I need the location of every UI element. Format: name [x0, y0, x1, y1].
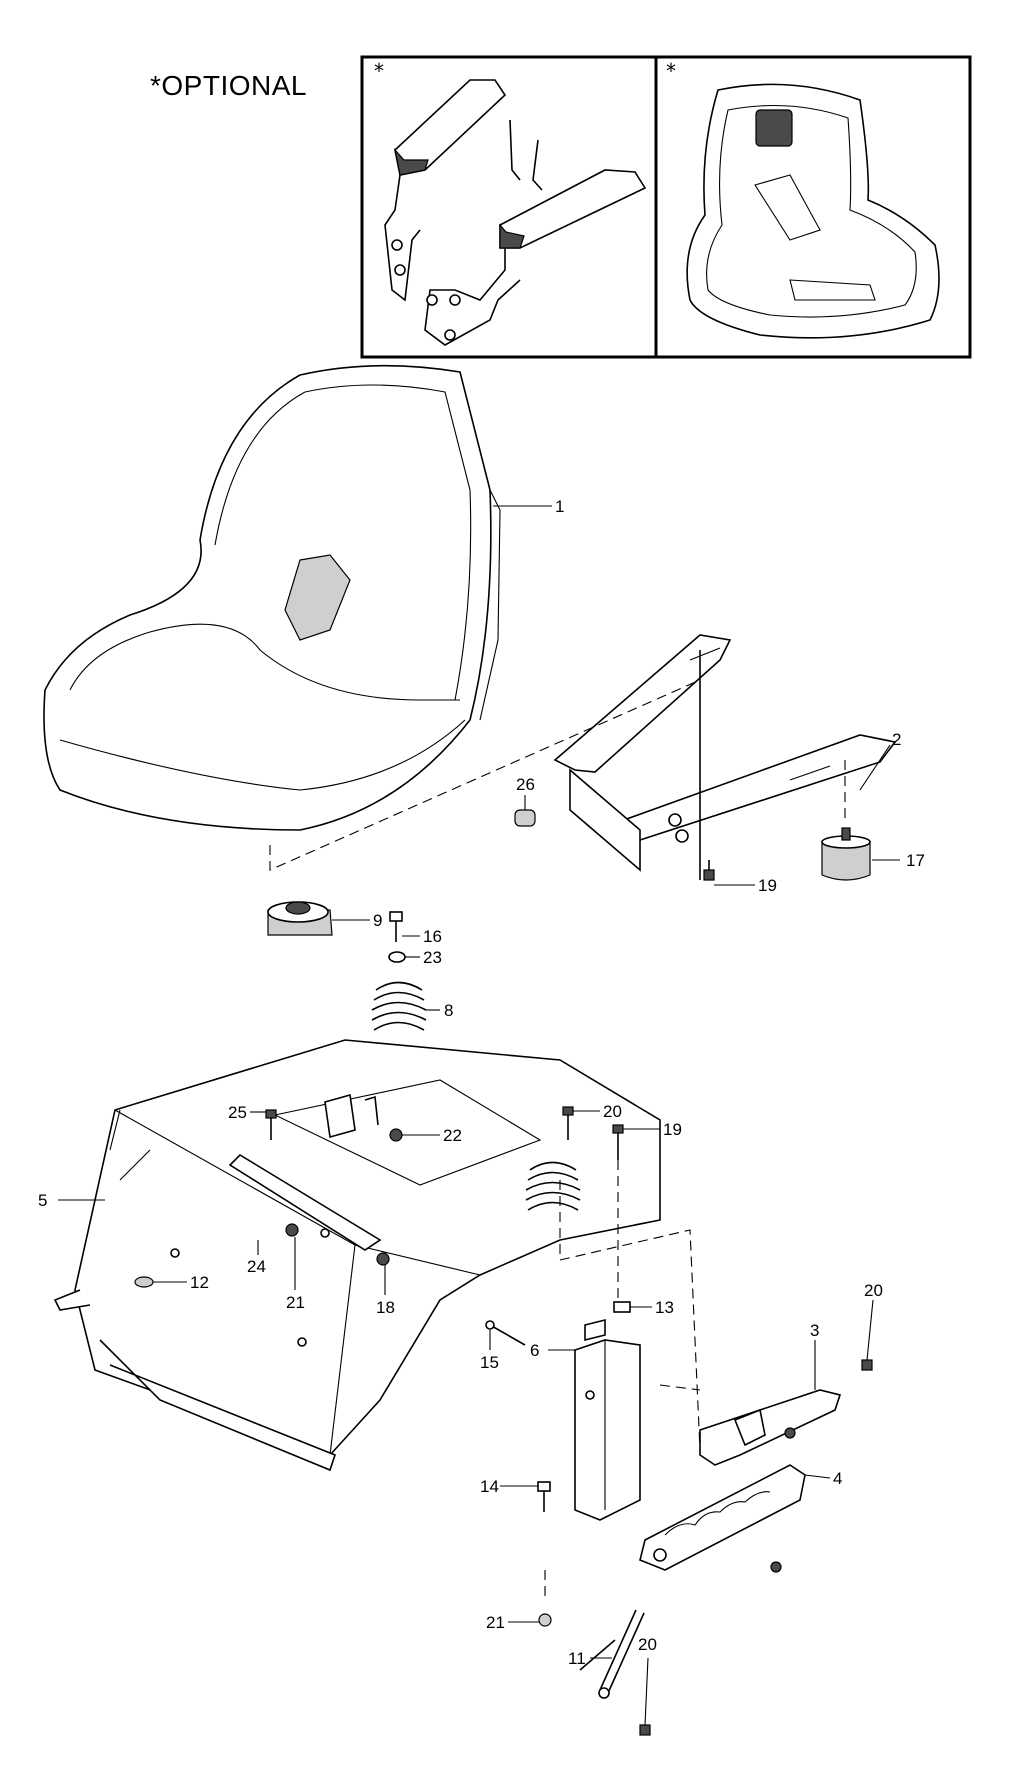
- callout-24: 24: [247, 1257, 266, 1276]
- callout-8: 8: [444, 1001, 453, 1020]
- callout-4: 4: [833, 1469, 842, 1488]
- nut-right-lower: [770, 1427, 796, 1573]
- nut-21-lower: [538, 1613, 552, 1627]
- screw-19-upper: [703, 860, 715, 881]
- spring-8: [371, 981, 427, 1031]
- lever-3: [699, 1389, 842, 1466]
- callout-6: 6: [530, 1341, 539, 1360]
- callout-19-lower: 19: [663, 1120, 682, 1139]
- seat-platform-5: [53, 1039, 661, 1472]
- nut-18: [376, 1252, 390, 1266]
- bumper-26: [514, 809, 536, 827]
- bolt-16: [389, 911, 403, 942]
- seat-panel-frame: [654, 55, 972, 359]
- seat-panel-marker: *: [666, 59, 676, 83]
- nut-13: [613, 1301, 631, 1313]
- pin-15: [485, 1320, 526, 1346]
- optional-title: *OPTIONAL: [150, 70, 307, 101]
- callout-15: 15: [480, 1353, 499, 1372]
- callout-16: 16: [423, 927, 442, 946]
- screw-20-right: [861, 1359, 873, 1371]
- spring-right: [525, 1161, 581, 1211]
- optional-seat-drawing: [686, 83, 940, 339]
- callout-19-upper: 19: [758, 876, 777, 895]
- bumper-17: [821, 827, 871, 881]
- callout-17: 17: [906, 851, 925, 870]
- optional-panels: * *: [360, 55, 972, 359]
- callout-13: 13: [655, 1298, 674, 1317]
- callout-20-upper: 20: [603, 1102, 622, 1121]
- seat-1: [43, 364, 501, 831]
- cable-connector-9: [267, 901, 333, 936]
- armrest-panel-marker: *: [374, 59, 384, 83]
- callout-20-right: 20: [864, 1281, 883, 1300]
- callout-22: 22: [443, 1126, 462, 1145]
- callout-21-left: 21: [286, 1293, 305, 1312]
- plug-12: [134, 1276, 154, 1288]
- screw-25: [265, 1109, 277, 1140]
- callout-12: 12: [190, 1273, 209, 1292]
- bracket-6: [574, 1318, 641, 1521]
- callout-3: 3: [810, 1321, 819, 1340]
- callout-26: 26: [516, 775, 535, 794]
- armrest-kit-drawing: [384, 79, 647, 346]
- callout-25: 25: [228, 1103, 247, 1122]
- callout-labels: 1 2 26 17 19 9 16 23 8 25 22 20 19 5 24 …: [38, 497, 925, 1668]
- callout-18: 18: [376, 1298, 395, 1317]
- callout-21-lower: 21: [486, 1613, 505, 1632]
- callout-11: 11: [568, 1649, 586, 1668]
- armrest-panel-frame: [360, 55, 658, 359]
- callout-2: 2: [892, 730, 901, 749]
- link-rod-11: [579, 1609, 651, 1736]
- bolt-14: [537, 1481, 551, 1512]
- callout-14: 14: [480, 1477, 499, 1496]
- adjuster-plate-4: [639, 1464, 806, 1571]
- nut-21-left: [285, 1223, 299, 1237]
- callout-23: 23: [423, 948, 442, 967]
- nut-22: [389, 1128, 403, 1142]
- callout-5: 5: [38, 1191, 47, 1210]
- callout-1: 1: [555, 497, 564, 516]
- callout-20-lower: 20: [638, 1635, 657, 1654]
- callout-9: 9: [373, 911, 382, 930]
- washer-23: [388, 951, 406, 963]
- slide-rails-2: [553, 634, 897, 880]
- leaders: [58, 505, 900, 1726]
